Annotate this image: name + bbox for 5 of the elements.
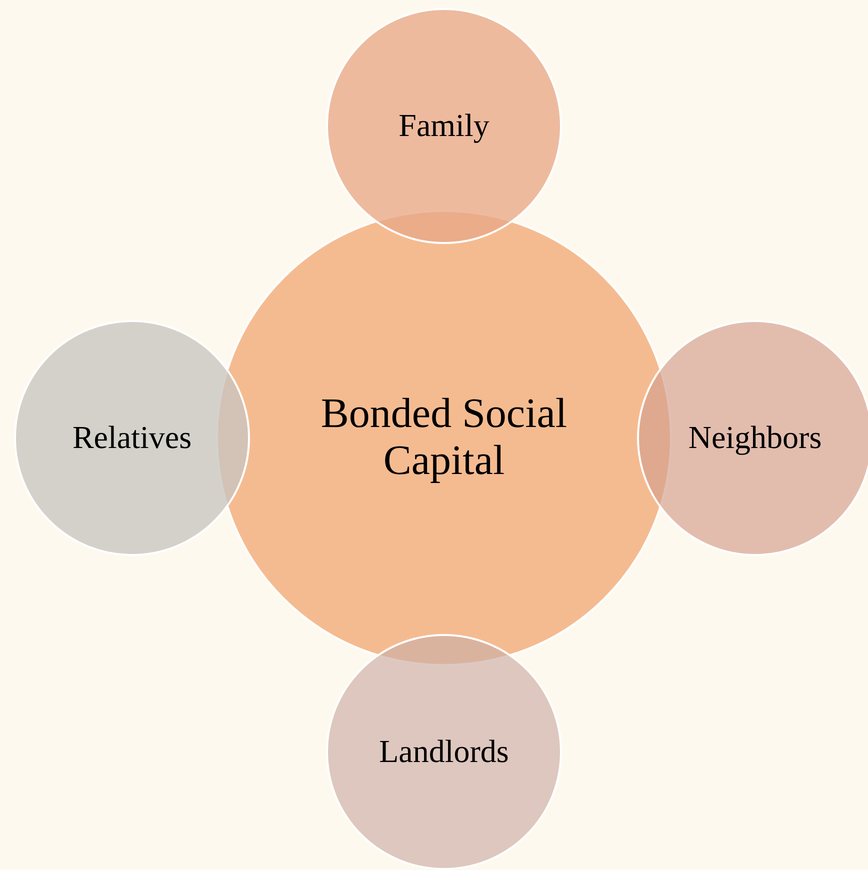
node-label: Landlords [378,734,510,770]
node-label: Bonded Social Capital [320,390,568,486]
node-label: Family [398,108,490,144]
node-label: Relatives [71,420,193,456]
node-label: Neighbors [687,420,823,456]
